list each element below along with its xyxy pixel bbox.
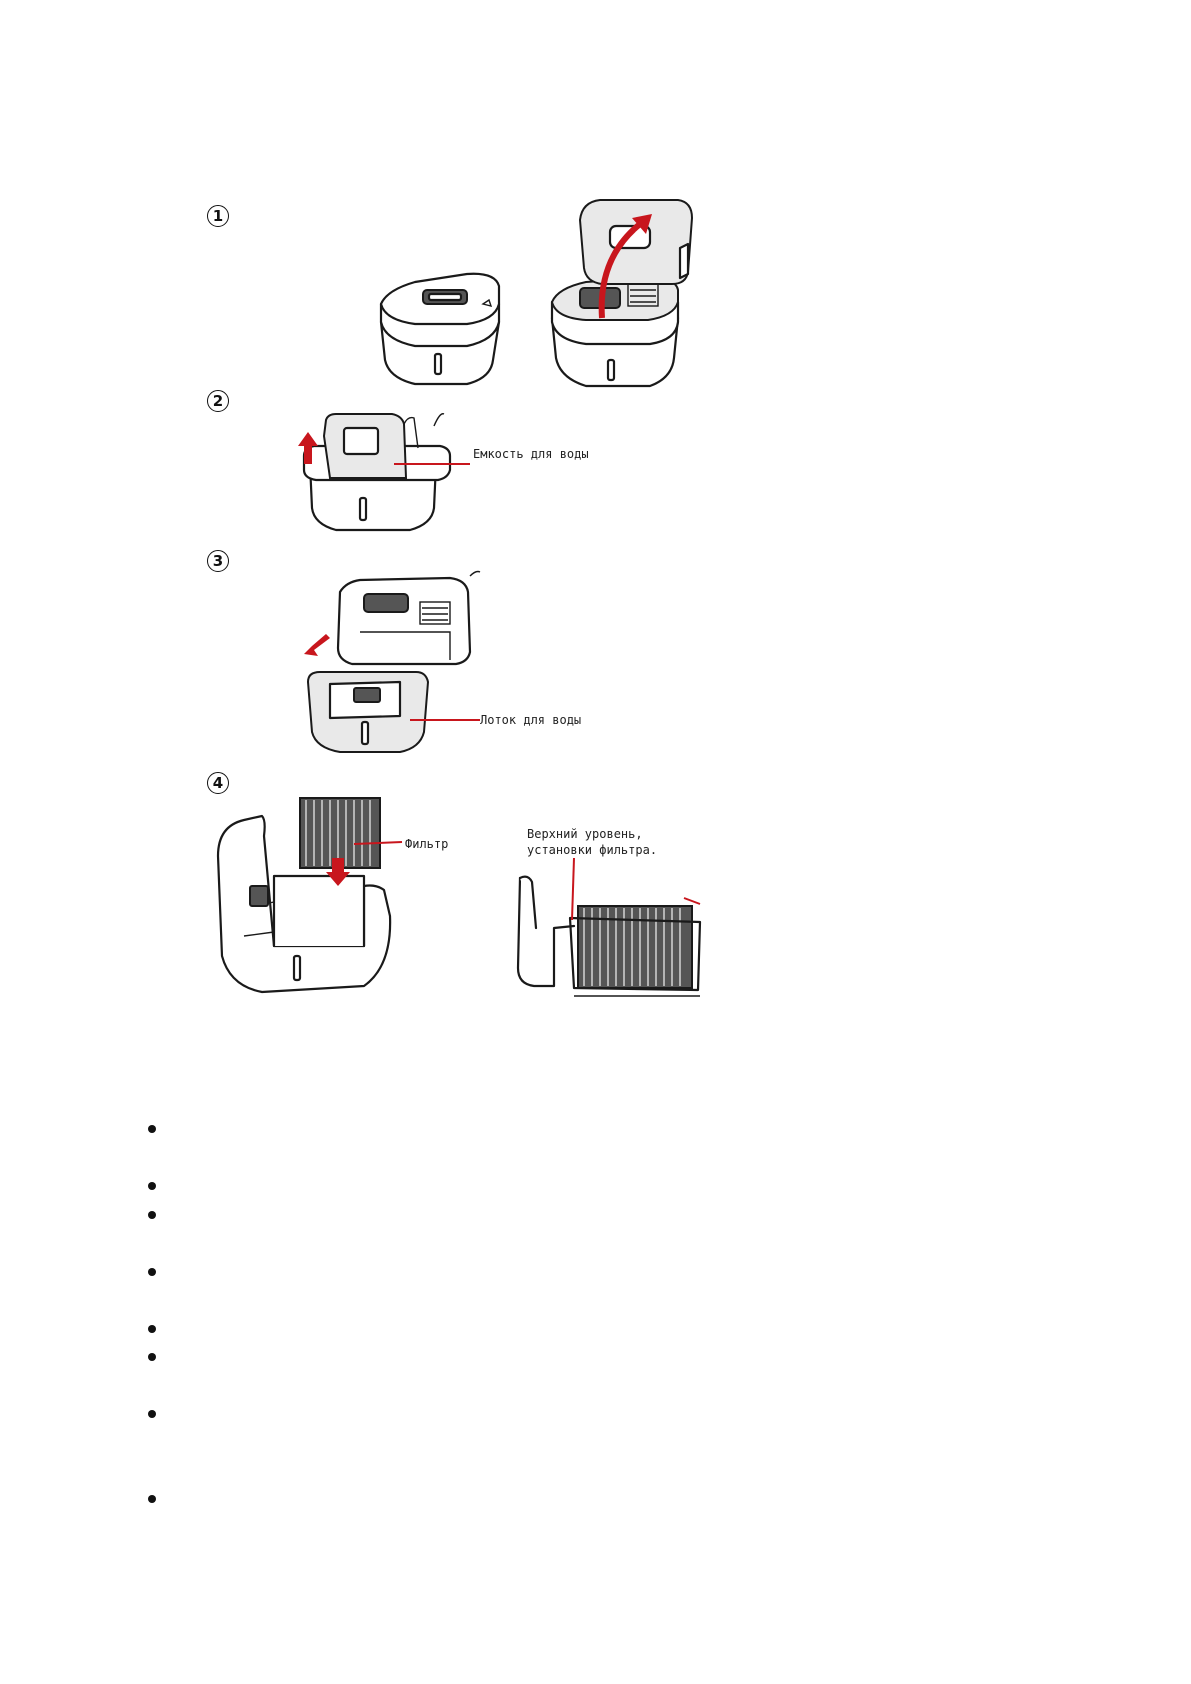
humidifier-open-lid-figure	[550, 199, 694, 388]
list-bullet	[148, 1125, 156, 1133]
filter-callout: Фильтр	[405, 837, 449, 851]
filter-insertion-figure	[216, 797, 403, 994]
list-bullet	[148, 1268, 156, 1276]
step-number-1: 1	[207, 205, 229, 227]
water-tray-removal-figure	[304, 570, 481, 753]
water-tray-callout: Лоток для воды	[480, 713, 582, 727]
filter-level-callout-line1: Верхний уровень,	[527, 827, 643, 841]
list-bullet	[148, 1211, 156, 1219]
list-bullet	[148, 1325, 156, 1333]
water-tank-removal-figure	[298, 413, 470, 532]
list-bullet	[148, 1495, 156, 1503]
water-tank-callout: Емкость для воды	[473, 447, 589, 461]
list-bullet	[148, 1410, 156, 1418]
filter-level-callout-line2: установки фильтра.	[527, 843, 658, 857]
filter-level-figure	[516, 857, 702, 997]
step-number-2: 2	[207, 390, 229, 412]
step-number-4: 4	[207, 772, 229, 794]
humidifier-closed-figure	[379, 272, 501, 386]
list-bullet	[148, 1353, 156, 1361]
list-bullet	[148, 1182, 156, 1190]
step-number-3: 3	[207, 550, 229, 572]
